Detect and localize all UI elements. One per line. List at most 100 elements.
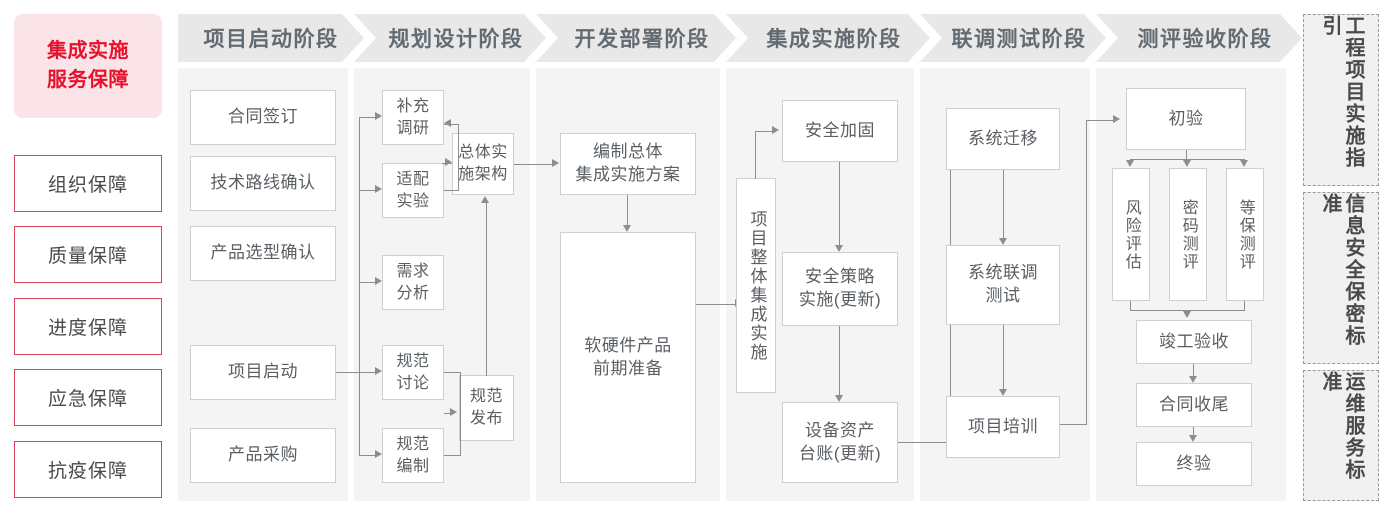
node-crypto-evaluation[interactable]: 密码测评 xyxy=(1169,168,1207,301)
node-requirement-analysis[interactable]: 需求分析 xyxy=(382,255,444,310)
node-hw-sw-preparation[interactable]: 软硬件产品前期准备 xyxy=(560,232,696,483)
connector-phase1-spine xyxy=(359,117,361,456)
guarantee-item-schedule[interactable]: 进度保障 xyxy=(14,298,162,355)
node-tech-route-confirm[interactable]: 技术路线确认 xyxy=(190,156,336,211)
node-risk-assessment[interactable]: 风险评估 xyxy=(1112,168,1150,301)
node-label: 适配实验 xyxy=(396,170,430,210)
guarantee-item-quality[interactable]: 质量保障 xyxy=(14,226,162,283)
node-spec-drafting[interactable]: 规范编制 xyxy=(382,428,444,483)
node-product-selection[interactable]: 产品选型确认 xyxy=(190,226,336,281)
node-label: 系统迁移 xyxy=(968,128,1038,148)
connector-preliminary-down xyxy=(1186,150,1188,160)
arrow-to-preliminary-acceptance xyxy=(1113,115,1120,123)
node-adaptation-experiment[interactable]: 适配实验 xyxy=(382,163,444,218)
arrow-to-compile-plan xyxy=(552,159,559,167)
node-label: 项目培训 xyxy=(968,416,1038,436)
connector-classified-down xyxy=(1244,301,1246,311)
arrow-to-ledger xyxy=(835,395,843,402)
phase-header-2[interactable]: 规划设计阶段 xyxy=(354,14,546,62)
node-project-kickoff[interactable]: 项目启动 xyxy=(190,345,336,400)
connector-risk-down xyxy=(1130,301,1132,311)
node-security-hardening[interactable]: 安全加固 xyxy=(782,100,898,162)
arrow-to-crypto-evaluation xyxy=(1183,160,1191,167)
connector-kickoff-out xyxy=(336,372,360,374)
node-label: 密码测评 xyxy=(1179,198,1197,271)
node-contract-signing[interactable]: 合同签订 xyxy=(190,90,336,145)
phase-header-5[interactable]: 联调测试阶段 xyxy=(920,14,1106,62)
node-label: 总体实施架构 xyxy=(458,144,508,183)
node-spec-discussion[interactable]: 规范讨论 xyxy=(382,345,444,400)
guarantee-item-organization[interactable]: 组织保障 xyxy=(14,155,162,212)
lead-title-box: 集成实施服务保障 xyxy=(14,14,162,118)
phase-header-label: 项目启动阶段 xyxy=(203,28,339,51)
connector-integration-up xyxy=(755,131,757,179)
node-label: 需求分析 xyxy=(396,262,430,302)
guarantee-item-emergency[interactable]: 应急保障 xyxy=(14,369,162,426)
connector-adaptation-out xyxy=(444,190,459,192)
connector-bus-to-spec-drafting xyxy=(359,455,375,457)
arrow-to-training xyxy=(999,389,1007,396)
connector-ledger-out xyxy=(898,442,951,444)
std-om-service[interactable]: 运维服务标准 xyxy=(1303,370,1379,501)
connector-research-in xyxy=(444,124,459,126)
node-label: 等保测评 xyxy=(1236,198,1254,271)
connector-migration-to-joint-test xyxy=(1003,170,1005,238)
arrow-to-final-completion xyxy=(1183,311,1191,318)
node-overall-impl-architecture[interactable]: 总体实施架构 xyxy=(452,133,514,195)
node-label: 软硬件产品前期准备 xyxy=(584,335,672,378)
connector-training-out xyxy=(1060,424,1087,426)
node-label: 补充调研 xyxy=(396,97,430,137)
node-spec-release[interactable]: 规范发布 xyxy=(459,375,514,441)
node-label: 项目启动 xyxy=(228,362,298,382)
node-supplementary-research[interactable]: 补充调研 xyxy=(382,90,444,145)
node-label: 规范讨论 xyxy=(396,352,430,392)
node-system-migration[interactable]: 系统迁移 xyxy=(946,108,1060,170)
connector-hardening-to-policy xyxy=(839,162,841,245)
connector-evaluation-merge xyxy=(1130,310,1245,312)
node-contract-closeout[interactable]: 合同收尾 xyxy=(1136,383,1252,427)
node-label: 竣工验收 xyxy=(1159,331,1229,351)
node-classified-evaluation[interactable]: 等保测评 xyxy=(1226,168,1264,301)
std-engineering-guideline[interactable]: 工程项目实施指引 xyxy=(1303,14,1379,186)
connector-plan-to-preparation xyxy=(627,195,629,225)
node-product-procurement[interactable]: 产品采购 xyxy=(190,428,336,483)
phase-header-4[interactable]: 集成实施阶段 xyxy=(726,14,930,62)
phase-header-3[interactable]: 开发部署阶段 xyxy=(536,14,736,62)
arrow-to-research-back xyxy=(444,119,451,127)
node-label: 编制总体集成实施方案 xyxy=(575,142,681,184)
phase-header-label: 测评验收阶段 xyxy=(1137,28,1273,51)
connector-integration-to-hardening xyxy=(755,131,774,133)
arrow-to-architecture xyxy=(445,158,452,166)
node-security-policy-impl[interactable]: 安全策略实施(更新) xyxy=(782,252,898,326)
node-overall-integration[interactable]: 项目整体集成实施 xyxy=(736,178,776,393)
guarantee-item-epidemic[interactable]: 抗疫保障 xyxy=(14,441,162,498)
connector-preparation-to-integration xyxy=(696,304,738,306)
node-preliminary-acceptance[interactable]: 初验 xyxy=(1126,88,1246,150)
node-compile-overall-plan[interactable]: 编制总体集成实施方案 xyxy=(560,133,696,195)
connector-spec-merge-out xyxy=(444,413,454,415)
node-label: 项目整体集成实施 xyxy=(747,209,767,362)
arrow-to-adaptation xyxy=(375,185,382,193)
node-project-training[interactable]: 项目培训 xyxy=(946,396,1060,458)
connector-architecture-to-plan xyxy=(514,164,556,166)
node-label: 系统联调测试 xyxy=(968,263,1038,305)
connector-bus-to-adaptation xyxy=(359,190,375,192)
node-system-joint-test[interactable]: 系统联调测试 xyxy=(946,245,1060,325)
phase-header-6[interactable]: 测评验收阶段 xyxy=(1096,14,1302,62)
arrow-to-preparation xyxy=(623,225,631,232)
arrow-to-research xyxy=(375,112,382,120)
node-final-completion-accept[interactable]: 竣工验收 xyxy=(1136,320,1252,364)
arrow-to-requirement xyxy=(375,277,382,285)
phase-header-1[interactable]: 项目启动阶段 xyxy=(178,14,364,62)
std-infosec-confidential[interactable]: 信息安全保密标准 xyxy=(1303,192,1379,364)
connector-bus-to-spec-discussion xyxy=(359,372,375,374)
arrow-to-spec-drafting xyxy=(375,450,382,458)
phase-header-label: 集成实施阶段 xyxy=(766,28,902,51)
connector-spec-discussion-out xyxy=(444,372,461,374)
std-label: 信息安全保密标准 xyxy=(1319,193,1364,347)
connector-spec-merge-spine xyxy=(460,372,462,456)
node-label: 初验 xyxy=(1168,108,1204,128)
node-final-acceptance[interactable]: 终验 xyxy=(1136,442,1252,486)
node-asset-ledger[interactable]: 设备资产台账(更新) xyxy=(782,402,898,483)
